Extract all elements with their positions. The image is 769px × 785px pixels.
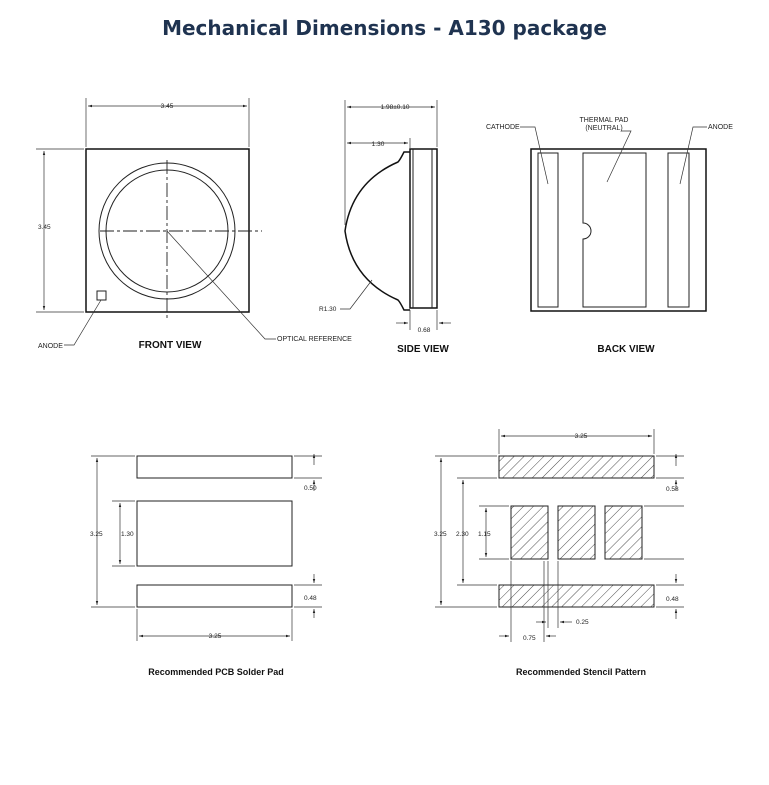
front-anode-label: ANODE [38, 343, 63, 350]
pcb-top-pad-dim: 0.50 [304, 485, 317, 492]
front-body-outline [85, 148, 250, 313]
anode-marker [96, 290, 107, 301]
side-base-dim: 0.68 [418, 327, 431, 334]
stencil-top-pad-dim: 0.58 [666, 486, 679, 493]
back-view-caption: BACK VIEW [597, 344, 655, 355]
side-body [409, 148, 438, 309]
pcb-solder-pad: 3.25 1.30 0.50 0.48 3.25 Recommended PCB… [90, 454, 322, 677]
back-body [530, 148, 707, 312]
stencil-width-dim: 3.25 [575, 433, 588, 440]
stencil-center-height-dim: 1.15 [478, 531, 491, 538]
side-dome-dim: 1.30 [372, 141, 385, 148]
cathode-label: CATHODE [486, 124, 520, 131]
stencil-offset-dim: 0.75 [523, 635, 536, 642]
front-width-dim: 3.45 [161, 103, 174, 110]
front-height-dim: 3.45 [38, 224, 51, 231]
front-view-caption: FRONT VIEW [139, 340, 202, 351]
cathode-pad [537, 152, 559, 308]
stencil-center-pad-3 [604, 505, 643, 560]
pcb-total-height-dim: 3.25 [90, 531, 103, 538]
thermal-pad [582, 152, 647, 308]
stencil-gap-dim: 0.25 [576, 619, 589, 626]
front-view: 3.45 3.45 ANODE OPTICAL REFERENCE FRONT … [36, 98, 352, 351]
pcb-bottom-pad [136, 584, 293, 608]
pcb-center-height-dim: 1.30 [121, 531, 134, 538]
thermal-pad-sublabel: (NEUTRAL) [585, 125, 622, 132]
side-view: 1.98±0.10 1.30 R1.30 0.68 SIDE VIEW [319, 100, 451, 355]
stencil-caption: Recommended Stencil Pattern [516, 667, 646, 677]
anode-pad [667, 152, 690, 308]
thermal-pad-label: THERMAL PAD [579, 117, 628, 124]
stencil-center-pad-1 [510, 505, 549, 560]
pcb-bottom-pad-dim: 0.48 [304, 595, 317, 602]
pcb-width-dim: 3.25 [209, 633, 222, 640]
page-title: Mechanical Dimensions - A130 package [162, 16, 607, 40]
stencil-bottom-pad-dim: 0.48 [666, 596, 679, 603]
stencil-center-pad-2 [557, 505, 596, 560]
optical-reference-label: OPTICAL REFERENCE [277, 336, 352, 343]
back-view: CATHODE THERMAL PAD (NEUTRAL) ANODE BACK… [486, 117, 733, 355]
pcb-top-pad [136, 455, 293, 479]
stencil-bottom-pad [498, 584, 655, 608]
pcb-caption: Recommended PCB Solder Pad [148, 667, 284, 677]
side-total-dim: 1.98±0.10 [381, 104, 410, 111]
pcb-center-pad [136, 500, 293, 567]
stencil-top-pad [498, 455, 655, 479]
side-dome [344, 151, 410, 311]
back-anode-label: ANODE [708, 124, 733, 131]
side-view-caption: SIDE VIEW [397, 344, 449, 355]
side-radius-dim: R1.30 [319, 306, 337, 313]
stencil-pattern: 3.25 3.25 2.30 1.15 0.58 0.48 [434, 429, 684, 677]
stencil-total-height-dim: 3.25 [434, 531, 447, 538]
stencil-inner-height-dim: 2.30 [456, 531, 469, 538]
